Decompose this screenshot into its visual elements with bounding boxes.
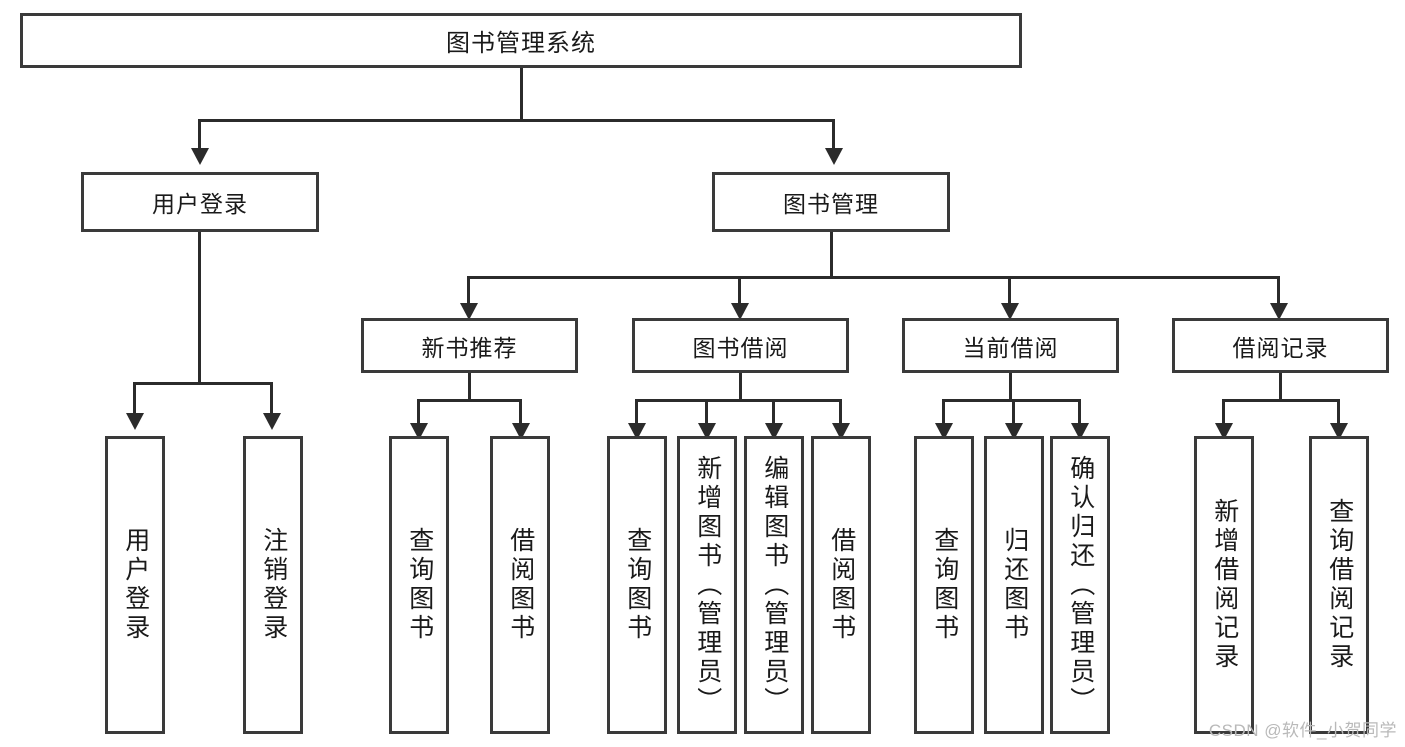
node-label: 借阅图书 (506, 527, 535, 643)
connector-drop-leaf-logout (270, 382, 273, 414)
leaf-bb-add-book[interactable]: 新增图书（管理员） (677, 436, 737, 734)
arrow-to-book-manage (825, 148, 843, 165)
leaf-bb-query-book[interactable]: 查询图书 (607, 436, 667, 734)
arrow-to-new-book (460, 303, 478, 320)
connector-book-borrow-bus (635, 399, 842, 402)
arrow-to-nb-borrow (512, 423, 530, 440)
leaf-br-query-record[interactable]: 查询借阅记录 (1309, 436, 1369, 734)
node-book-borrow[interactable]: 图书借阅 (632, 318, 849, 373)
connector-borrow-record-stem (1279, 373, 1282, 401)
arrow-to-br-query (1330, 423, 1348, 440)
connector-drop-new-book (467, 276, 470, 304)
arrow-to-cb-query (935, 423, 953, 440)
node-label: 新书推荐 (421, 334, 518, 361)
node-user-login[interactable]: 用户登录 (81, 172, 319, 232)
connector-drop-br-add (1222, 399, 1225, 424)
connector-user-login-bus (133, 382, 270, 385)
node-label: 确认归还（管理员） (1066, 454, 1095, 716)
arrow-to-cb-return (1005, 423, 1023, 440)
node-borrow-record[interactable]: 借阅记录 (1172, 318, 1389, 373)
connector-root-stem (520, 68, 523, 121)
node-book-management[interactable]: 图书管理 (712, 172, 950, 232)
leaf-nb-borrow-book[interactable]: 借阅图书 (490, 436, 550, 734)
node-label: 归还图书 (1000, 527, 1029, 643)
connector-drop-bb-add (705, 399, 708, 424)
node-new-book-recommend[interactable]: 新书推荐 (361, 318, 578, 373)
node-label: 图书管理系统 (446, 30, 596, 57)
arrow-to-book-borrow (731, 303, 749, 320)
arrow-to-cb-confirm (1071, 423, 1089, 440)
leaf-br-add-record[interactable]: 新增借阅记录 (1194, 436, 1254, 734)
connector-drop-book-borrow (738, 276, 741, 304)
connector-drop-cb-confirm (1078, 399, 1081, 424)
connector-drop-user-login (198, 119, 201, 149)
arrow-to-bb-edit (765, 423, 783, 440)
node-label: 新增图书（管理员） (693, 454, 722, 716)
node-label: 借阅记录 (1232, 334, 1329, 361)
node-label: 编辑图书（管理员） (760, 454, 789, 716)
arrow-to-current-borrow (1001, 303, 1019, 320)
node-label: 查询图书 (930, 527, 959, 643)
arrow-to-leaf-user-login (126, 413, 144, 430)
node-label: 当前借阅 (962, 334, 1059, 361)
connector-current-borrow-bus (942, 399, 1080, 402)
node-label: 新增借阅记录 (1210, 498, 1239, 672)
connector-drop-book-manage (832, 119, 835, 149)
arrow-to-bb-query (628, 423, 646, 440)
connector-book-borrow-stem (739, 373, 742, 401)
connector-user-login-stem (198, 232, 201, 384)
node-current-borrow[interactable]: 当前借阅 (902, 318, 1119, 373)
leaf-nb-query-book[interactable]: 查询图书 (389, 436, 449, 734)
connector-drop-cb-return (1012, 399, 1015, 424)
node-label: 查询图书 (623, 527, 652, 643)
node-label: 查询图书 (405, 527, 434, 643)
node-label: 图书管理 (783, 191, 879, 217)
watermark-text: CSDN @软件_小贺同学 (1208, 721, 1397, 740)
arrow-to-bb-borrow (832, 423, 850, 440)
leaf-bb-borrow-book[interactable]: 借阅图书 (811, 436, 871, 734)
connector-drop-br-query (1337, 399, 1340, 424)
connector-root-bus (198, 119, 835, 122)
node-label: 借阅图书 (827, 527, 856, 643)
node-label: 查询借阅记录 (1325, 498, 1354, 672)
connector-drop-bb-edit (772, 399, 775, 424)
leaf-bb-edit-book[interactable]: 编辑图书（管理员） (744, 436, 804, 734)
leaf-cb-query-book[interactable]: 查询图书 (914, 436, 974, 734)
connector-drop-cb-query (942, 399, 945, 424)
leaf-cb-return-book[interactable]: 归还图书 (984, 436, 1044, 734)
connector-drop-bb-query (635, 399, 638, 424)
arrow-to-leaf-logout (263, 413, 281, 430)
arrow-to-br-add (1215, 423, 1233, 440)
leaf-user-login[interactable]: 用户登录 (105, 436, 165, 734)
connector-drop-nb-borrow (519, 399, 522, 424)
connector-new-book-stem (468, 373, 471, 401)
connector-new-book-bus (417, 399, 522, 402)
arrow-to-nb-query (410, 423, 428, 440)
connector-drop-borrow-record (1277, 276, 1280, 304)
node-label: 图书借阅 (692, 334, 789, 361)
leaf-logout[interactable]: 注销登录 (243, 436, 303, 734)
connector-borrow-record-bus (1222, 399, 1339, 402)
connector-drop-leaf-user-login (133, 382, 136, 414)
leaf-cb-confirm-return[interactable]: 确认归还（管理员） (1050, 436, 1110, 734)
arrow-to-user-login (191, 148, 209, 165)
node-root-system[interactable]: 图书管理系统 (20, 13, 1022, 68)
connector-book-manage-stem (830, 232, 833, 278)
node-label: 用户登录 (121, 527, 150, 643)
arrow-to-bb-add (698, 423, 716, 440)
node-label: 用户登录 (152, 191, 248, 217)
connector-book-manage-bus (467, 276, 1280, 279)
connector-drop-current-borrow (1008, 276, 1011, 304)
connector-drop-bb-borrow (839, 399, 842, 424)
connector-current-borrow-stem (1009, 373, 1012, 401)
connector-drop-nb-query (417, 399, 420, 424)
arrow-to-borrow-record (1270, 303, 1288, 320)
node-label: 注销登录 (259, 527, 288, 643)
